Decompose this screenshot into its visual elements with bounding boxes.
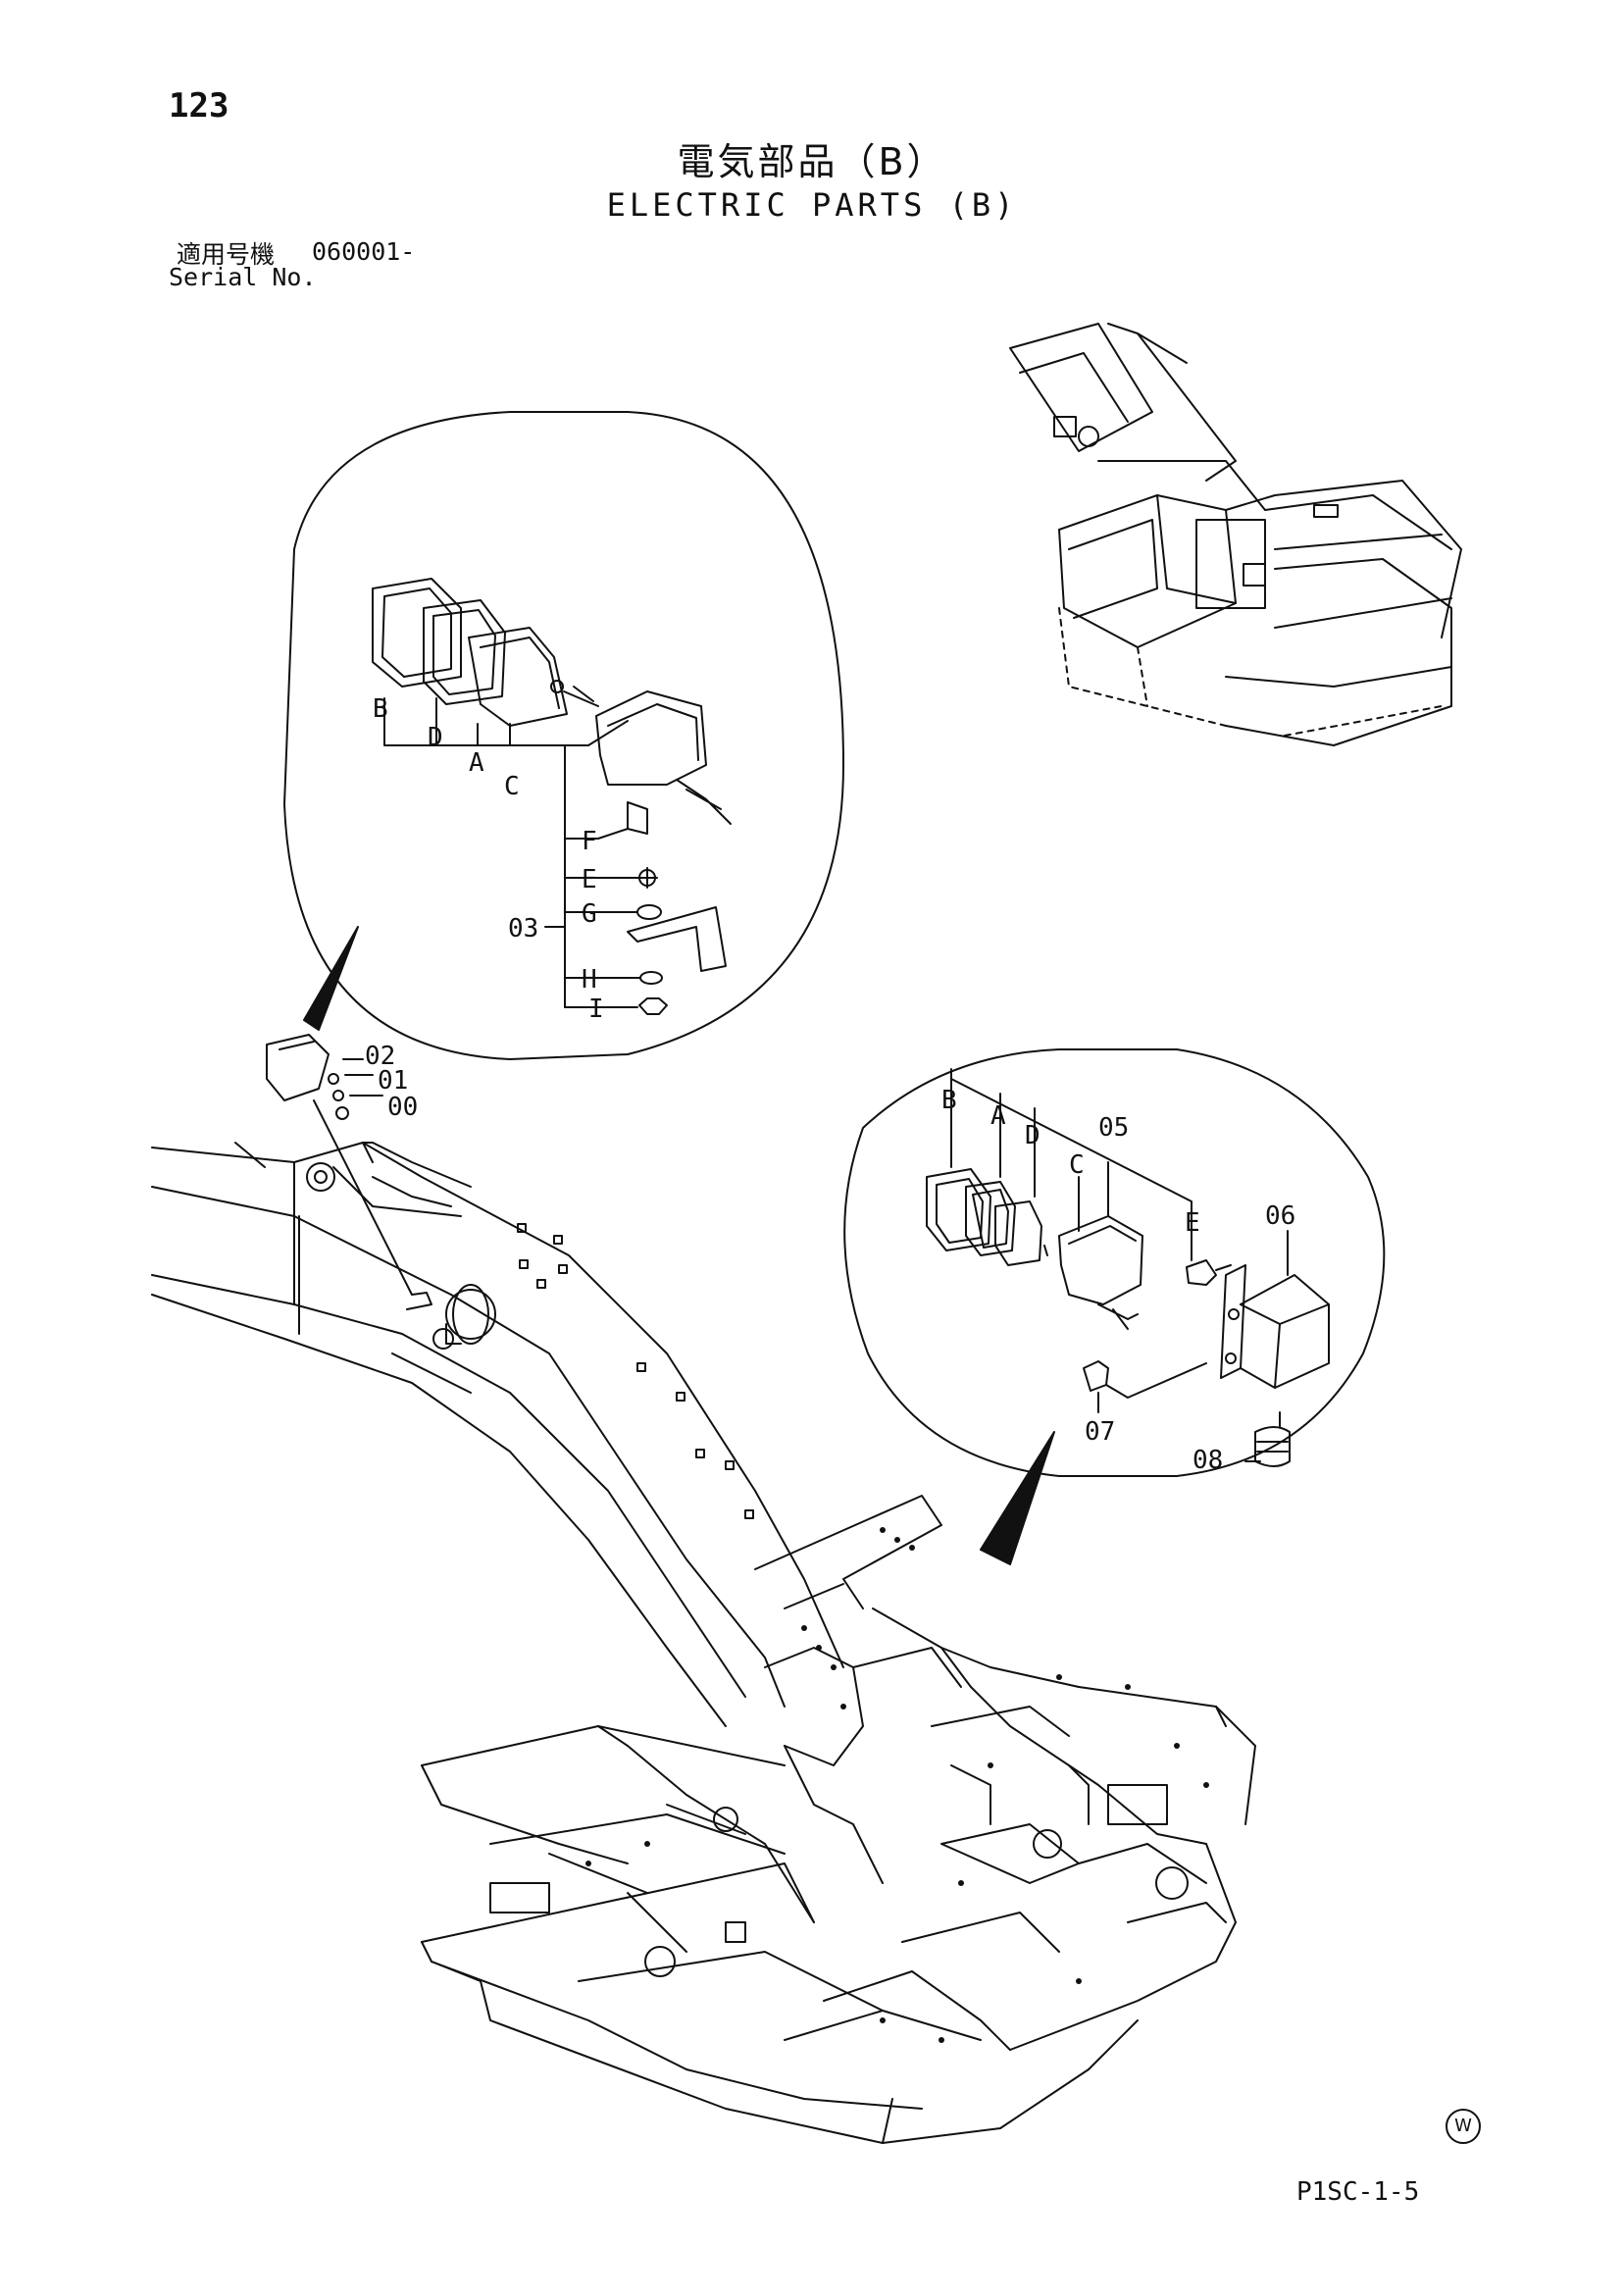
drawing-code: P1SC-1-5 <box>1296 2177 1420 2207</box>
page-title-english: ELECTRIC PARTS (B) <box>606 186 1018 224</box>
callout-right-c: C <box>1069 1150 1085 1180</box>
boom-assembly <box>151 1142 844 1727</box>
callout-right-b: B <box>941 1086 957 1115</box>
callout-right-06: 06 <box>1265 1201 1295 1231</box>
w-marker-symbol: W <box>1446 2109 1481 2144</box>
callout-right-07: 07 <box>1085 1417 1115 1447</box>
detail-right-leader-lines <box>950 1068 1289 1462</box>
callout-boom-02: 02 <box>365 1042 395 1071</box>
detail-right-callouts: B A D 05 C E 06 07 08 <box>941 1086 1295 1475</box>
frame-hole-dots <box>585 1527 1209 2043</box>
callout-right-e: E <box>1185 1208 1200 1238</box>
callout-top-03: 03 <box>508 914 538 944</box>
callout-top-e: E <box>582 865 597 894</box>
callout-top-b: B <box>373 694 388 724</box>
excavator-overview-illustration <box>1009 323 1462 746</box>
boom-work-lamp <box>266 1034 432 1310</box>
serial-number-value: 060001- <box>312 237 416 266</box>
callout-right-a: A <box>990 1101 1006 1131</box>
detail-bubble-right <box>843 1048 1386 1565</box>
upper-frame <box>421 1495 1256 2144</box>
callout-top-g: G <box>582 899 597 929</box>
callout-boom-00: 00 <box>387 1093 418 1122</box>
callout-top-f: F <box>582 827 597 856</box>
callout-top-h: H <box>582 965 597 995</box>
callout-right-d: D <box>1025 1121 1040 1150</box>
page-number: 123 <box>169 86 229 126</box>
callout-top-i: I <box>588 995 604 1024</box>
callout-right-08: 08 <box>1193 1446 1223 1475</box>
serial-label-english: Serial No. <box>169 263 317 291</box>
callout-right-05: 05 <box>1098 1113 1129 1143</box>
detail-top-leader-lines <box>383 697 640 1008</box>
boom-callouts: 02 01 00 <box>365 1042 418 1122</box>
callout-boom-01: 01 <box>378 1066 408 1096</box>
page-title-japanese: 電気部品（B） <box>677 140 947 183</box>
detail-top-callouts: B D A C F E G 03 H I <box>373 694 604 1024</box>
work-lamp-exploded-right <box>926 1168 1330 1467</box>
detail-bubble-top <box>283 411 844 1060</box>
callout-top-a: A <box>469 748 484 778</box>
callout-top-d: D <box>428 723 443 752</box>
callout-top-c: C <box>504 772 520 801</box>
serial-label-japanese: 適用号機 <box>177 240 276 269</box>
work-lamp-exploded-top <box>372 578 732 1015</box>
